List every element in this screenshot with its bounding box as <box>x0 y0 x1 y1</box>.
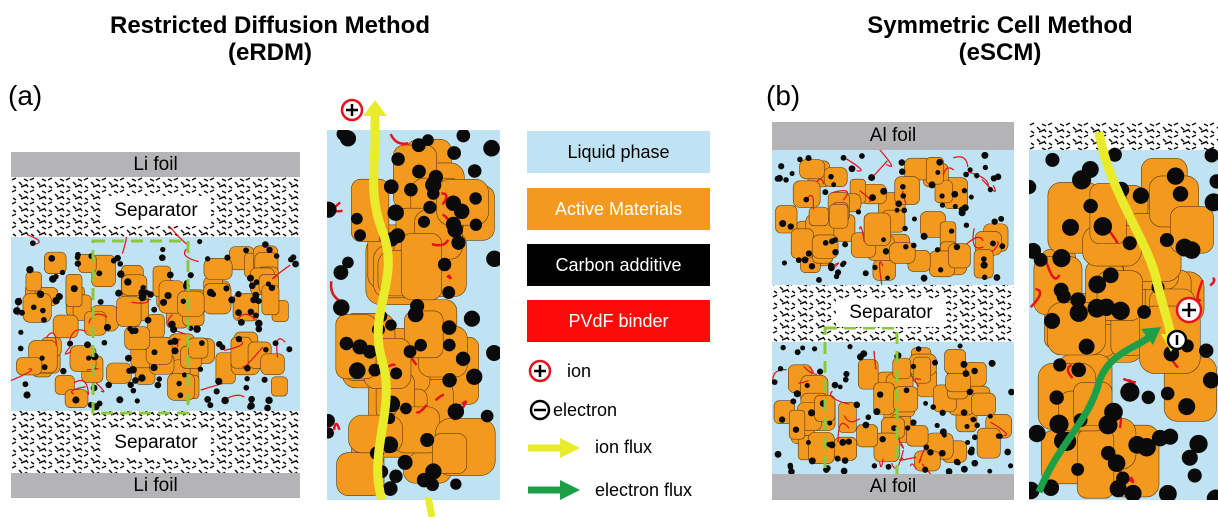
panel-label-b: (b) <box>766 80 801 111</box>
li-foil-bottom: Li foil <box>11 473 300 498</box>
li-foil-top: Li foil <box>11 152 300 177</box>
legend-carbon-additive: Carbon additive <box>527 244 710 286</box>
ion-flux-arrow-a <box>363 100 387 148</box>
left-title: Restricted Diffusion Method (eRDM) <box>60 12 480 66</box>
al-foil-top: Al foil <box>772 122 1014 150</box>
separator-label-bottom: Separator <box>101 428 211 458</box>
right-title-line2: (eSCM) <box>958 39 1042 66</box>
ion-flux-tail-a <box>424 497 436 517</box>
electron-flux-arrow-icon <box>528 480 580 500</box>
zoom-b <box>1029 122 1218 500</box>
cell-b-body <box>772 150 1014 474</box>
legend-electron: electron <box>553 400 618 420</box>
legend-active-materials: Active Materials <box>527 188 710 230</box>
legend-pvdf-binder: PVdF binder <box>527 300 710 342</box>
cell-a: Li foil Li foil Separator Separator <box>11 152 300 498</box>
legend-liquid-phase: Liquid phase <box>527 131 710 173</box>
left-title-line2: (eRDM) <box>228 39 312 66</box>
al-foil-bottom: Al foil <box>772 474 1014 500</box>
panel-label-a: (a) <box>8 80 43 111</box>
separator-label-top: Separator <box>101 196 211 226</box>
legend-ion: ion <box>567 361 592 381</box>
legend-electron-flux: electron flux <box>595 480 693 500</box>
ion-icon-a <box>340 98 364 122</box>
cell-a-body <box>11 177 300 473</box>
left-title-line1: Restricted Diffusion Method <box>109 12 430 39</box>
right-title: Symmetric Cell Method (eSCM) <box>800 12 1200 66</box>
ion-icon <box>528 359 552 383</box>
cell-b: Al foil Al foil Separator <box>772 122 1014 500</box>
right-title-line1: Symmetric Cell Method <box>867 12 1133 39</box>
zoom-a <box>327 130 500 500</box>
ion-flux-arrow-icon <box>528 438 580 458</box>
separator-label-b: Separator <box>836 299 946 327</box>
legend-ion-flux: ion flux <box>595 437 653 457</box>
electron-icon <box>529 399 551 421</box>
